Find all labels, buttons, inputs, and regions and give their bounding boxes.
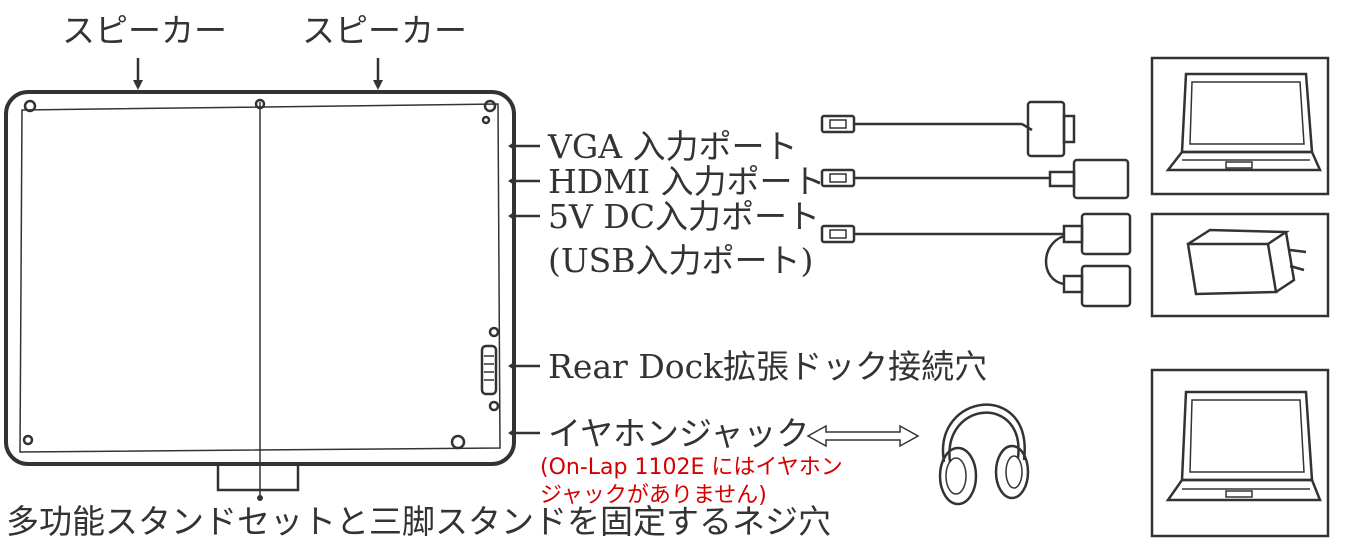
dc-port-pointer — [508, 211, 540, 221]
rear-dock-label: Rear Dock拡張ドック接続穴 — [548, 347, 987, 386]
speaker-left-arrow — [133, 58, 143, 90]
rear-dock-pointer — [508, 361, 540, 371]
rear-dock-connector — [480, 344, 498, 396]
speaker-left-label: スピーカー — [62, 11, 227, 50]
laptop-icon-top — [1150, 56, 1330, 196]
headphones-icon — [938, 403, 1030, 506]
vga-port-label: VGA 入力ポート — [547, 127, 798, 166]
stand-bracket — [216, 466, 300, 501]
earphone-jack-label: イヤホンジャック — [548, 414, 809, 453]
usb-port-label: (USB入力ポート) — [548, 241, 813, 280]
power-adapter-icon — [1150, 212, 1330, 318]
hdmi-cable-icon — [820, 158, 1130, 200]
vga-cable-icon — [820, 100, 1076, 158]
earphone-jack-pointer — [508, 428, 540, 438]
tripod-screw-label: 多功能スタンドセットと三脚スタンドを固定するネジ穴 — [6, 502, 831, 541]
speaker-right-arrow — [373, 58, 383, 90]
speaker-right-label: スピーカー — [302, 11, 467, 50]
monitor-back-view — [4, 90, 516, 498]
note-line-2: ジャックがありません) — [540, 483, 767, 508]
vga-port-pointer — [508, 141, 540, 151]
double-arrow-icon — [806, 424, 920, 448]
dc-port-label: 5V DC入力ポート — [548, 197, 820, 236]
usb-power-cable-icon — [820, 212, 1132, 308]
laptop-icon-bottom — [1150, 368, 1330, 538]
note-line-1: (On-Lap 1102E にはイヤホン — [540, 455, 843, 480]
hdmi-port-pointer — [508, 176, 540, 186]
hdmi-port-label: HDMI 入力ポート — [548, 162, 826, 201]
